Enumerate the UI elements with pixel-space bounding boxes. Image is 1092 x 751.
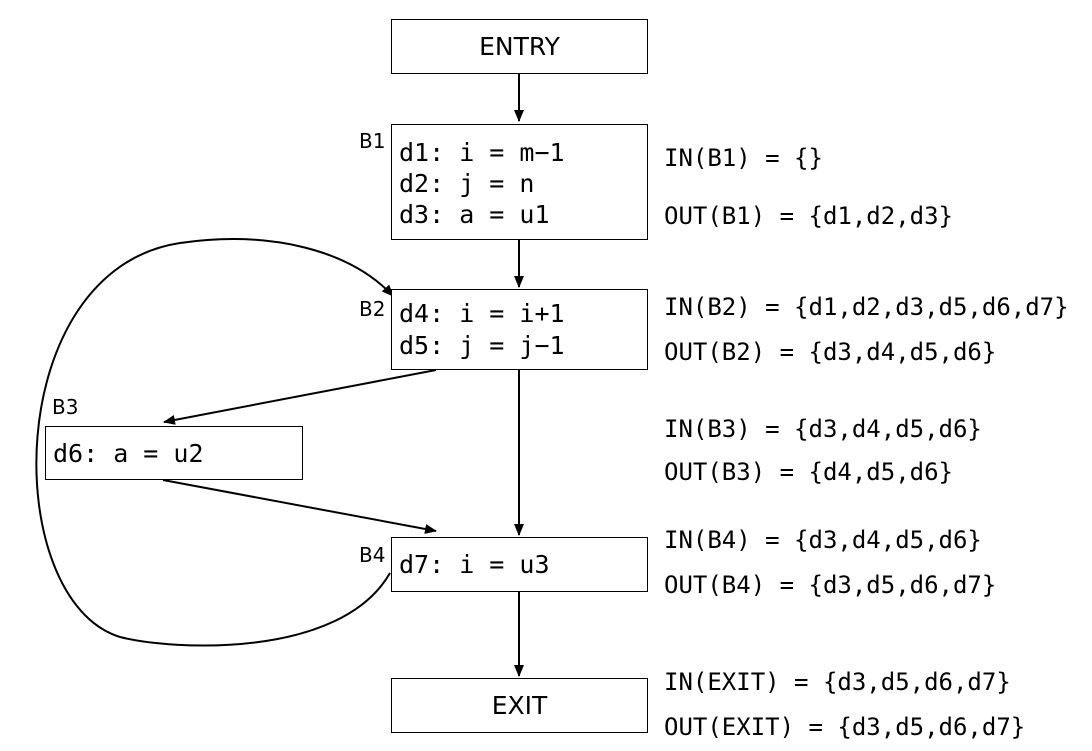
edge-b2-b3 bbox=[163, 369, 437, 425]
block-b4: d7: i = u3 bbox=[391, 537, 648, 592]
entry-node: ENTRY bbox=[391, 19, 648, 74]
in-b2: IN(B2) = {d1,d2,d3,d5,d6,d7} bbox=[664, 293, 1069, 321]
block-b1: d1: i = m−1 d2: j = n d3: a = u1 bbox=[391, 124, 648, 240]
in-b3: IN(B3) = {d3,d4,d5,d6} bbox=[664, 415, 982, 443]
b1-line-2: d2: j = n bbox=[399, 169, 535, 198]
b2-line-2: d5: j = j−1 bbox=[399, 331, 565, 360]
block-b3: d6: a = u2 bbox=[45, 426, 303, 480]
out-exit: OUT(EXIT) = {d3,d5,d6,d7} bbox=[664, 713, 1026, 741]
block-b2: d4: i = i+1 d5: j = j−1 bbox=[391, 289, 648, 370]
b1-label: B1 bbox=[359, 129, 386, 153]
edge-b4-b2-loop bbox=[35, 238, 394, 647]
b4-line-1: d7: i = u3 bbox=[399, 550, 550, 579]
b1-line-1: d1: i = m−1 bbox=[399, 138, 565, 167]
out-b2: OUT(B2) = {d3,d4,d5,d6} bbox=[664, 338, 997, 366]
b3-label: B3 bbox=[52, 395, 79, 419]
entry-label: ENTRY bbox=[479, 32, 560, 61]
out-b4: OUT(B4) = {d3,d5,d6,d7} bbox=[664, 571, 997, 599]
out-b3: OUT(B3) = {d4,d5,d6} bbox=[664, 458, 953, 486]
in-b4: IN(B4) = {d3,d4,d5,d6} bbox=[664, 526, 982, 554]
exit-node: EXIT bbox=[391, 678, 648, 733]
exit-label: EXIT bbox=[491, 691, 548, 720]
b3-line-1: d6: a = u2 bbox=[53, 439, 204, 468]
out-b1: OUT(B1) = {d1,d2,d3} bbox=[664, 202, 953, 230]
edge-b3-b4 bbox=[162, 479, 437, 534]
b2-line-1: d4: i = i+1 bbox=[399, 299, 565, 328]
in-exit: IN(EXIT) = {d3,d5,d6,d7} bbox=[664, 668, 1011, 696]
b1-line-3: d3: a = u1 bbox=[399, 200, 550, 229]
in-b1: IN(B1) = {} bbox=[664, 144, 823, 172]
b4-label: B4 bbox=[359, 543, 386, 567]
b2-label: B2 bbox=[359, 297, 386, 321]
